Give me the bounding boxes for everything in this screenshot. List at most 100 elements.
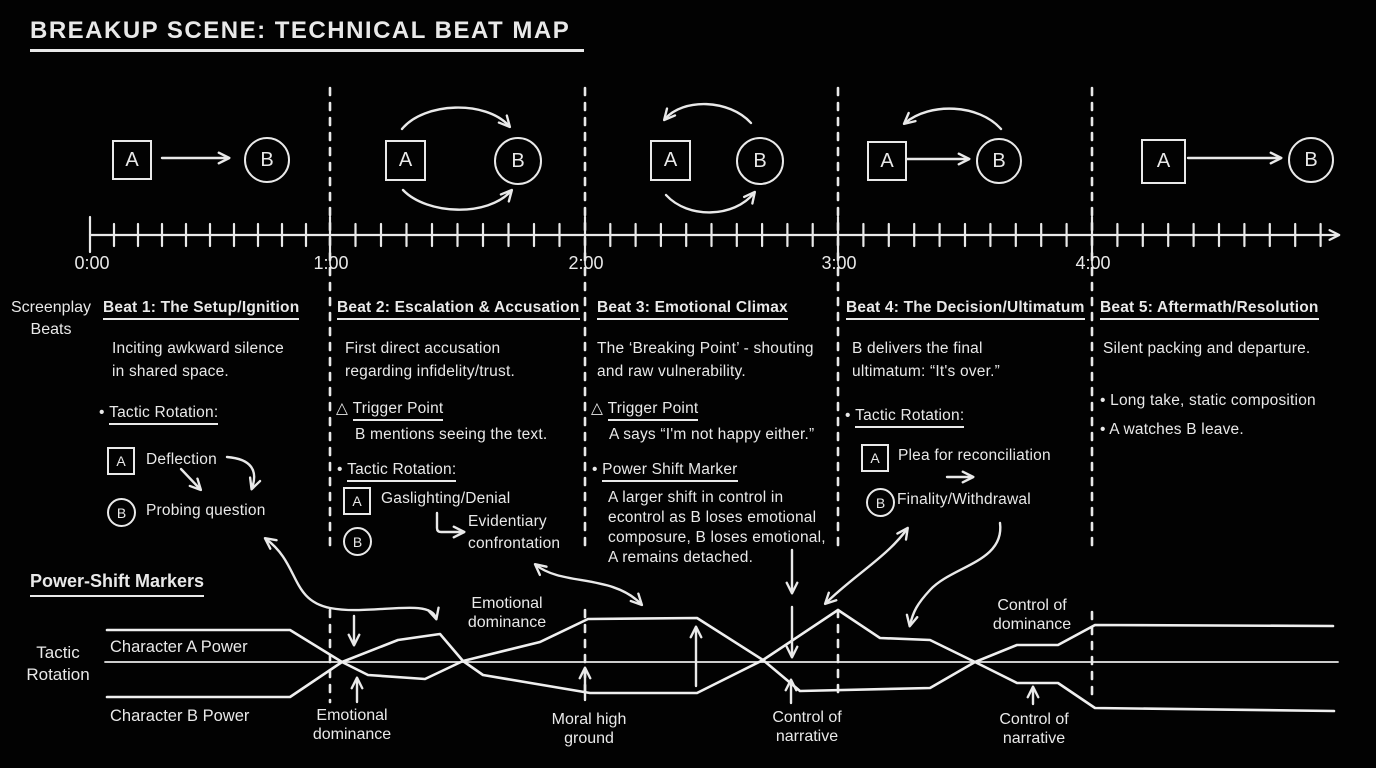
beat1-tactic-a-text: Deflection	[146, 451, 217, 468]
character-a-power-line	[105, 616, 1335, 693]
beat1-marker-b: B	[107, 498, 136, 527]
timeline-label-2: 2:00	[568, 253, 604, 273]
annotation-line: narrative	[1002, 730, 1066, 747]
beat4-marker-b: B	[866, 488, 895, 517]
beat3-power-shift-text: Power Shift Marker	[602, 461, 738, 482]
diagram2-node-b: B	[494, 137, 542, 185]
beat3-header-text: Beat 3: Emotional Climax	[597, 299, 788, 320]
annotation-control-of-dominance: Control of dominance	[993, 596, 1071, 634]
bullet-glyph: •	[337, 461, 343, 478]
beat3-trigger-point-text: Trigger Point	[607, 400, 699, 421]
annotation-line: Control of	[772, 709, 842, 726]
bullet-glyph: •	[845, 407, 851, 424]
beat1-header: Beat 1: The Setup/Ignition	[103, 299, 300, 320]
beat3-trigger-point-label: △ Trigger Point	[591, 399, 699, 421]
beat3-power-line4: A remains detached.	[608, 549, 754, 566]
triangle-glyph: △	[591, 400, 604, 417]
annotation-control-of-narrative-1: Control of narrative	[772, 708, 841, 746]
beat1-tactic-b-text: Probing question	[146, 502, 266, 519]
diagram4-node-b: B	[976, 138, 1022, 184]
series-a-label: Character A Power	[110, 638, 248, 656]
beat2-tactic-rotation-text: Tactic Rotation:	[347, 461, 457, 482]
beat5-bullet1: • Long take, static composition	[1100, 392, 1316, 410]
annotation-line: ground	[564, 730, 614, 747]
power-lines-group	[105, 608, 1336, 713]
beat2-chart-connector	[533, 562, 644, 607]
bullet-glyph: •	[1100, 421, 1106, 438]
beat1-header-text: Beat 1: The Setup/Ignition	[103, 299, 300, 320]
beat3-power-shift-label: • Power Shift Marker	[592, 461, 738, 482]
screenplay-beats-label: Screenplay Beats	[11, 297, 91, 341]
series-b-label: Character B Power	[110, 707, 250, 725]
annotation-line: Control of	[999, 711, 1069, 728]
screenplay-beats-label-line2: Beats	[30, 321, 72, 338]
tactic-rotation-line2: Rotation	[26, 665, 90, 684]
bullet-glyph: •	[592, 461, 598, 478]
annotation-moral-high-ground: Moral high ground	[552, 710, 627, 748]
page-title: BREAKUP SCENE: TECHNICAL BEAT MAP	[30, 17, 585, 52]
beat3-power-line1: A larger shift in control in	[608, 489, 784, 506]
timeline-label-3: 3:00	[821, 253, 857, 273]
tactic-rotation-line1: Tactic	[36, 643, 80, 662]
beat4-tactic-b-text: Finality/Withdrawal	[897, 491, 1031, 508]
annotation-line: dominance	[312, 726, 392, 743]
screenplay-beats-label-line1: Screenplay	[10, 299, 92, 316]
annotation-line: Control of	[997, 597, 1067, 614]
beat1-chart-connector	[263, 537, 440, 621]
beat3-power-line3: composure, B loses emotional,	[608, 529, 826, 546]
annotation-line: Emotional	[471, 595, 543, 612]
beat4-desc-line2: ultimatum: “It's over.”	[852, 363, 1000, 380]
power-shift-markers-text: Power-Shift Markers	[30, 571, 205, 597]
beat2-trigger-detail: B mentions seeing the text.	[355, 426, 548, 443]
beat2-marker-b: B	[343, 527, 372, 556]
beat4-desc-line1: B delivers the final	[852, 340, 983, 357]
beat3-desc-line1: The ‘Breaking Point’ - shouting	[597, 340, 814, 357]
beat5-bullet2-text: A watches B leave.	[1109, 421, 1244, 438]
diagram1-node-a: A	[112, 140, 152, 180]
dashed-beat-dividers	[328, 86, 1094, 704]
diagram3-node-b: B	[736, 137, 784, 185]
beat4-tactic-rotation-text: Tactic Rotation:	[855, 407, 965, 428]
diagram3-top-curve	[662, 102, 753, 125]
annotation-line: Moral high	[551, 711, 627, 728]
beat4-marker-a: A	[861, 444, 889, 472]
timeline-label-0: 0:00	[74, 253, 110, 273]
beat2-header-text: Beat 2: Escalation & Accusation	[337, 299, 580, 320]
diagram5-node-a: A	[1141, 139, 1186, 184]
beat2-elbow-arrow	[435, 511, 466, 539]
character-b-power-line	[105, 608, 1336, 713]
beat4-tactic-rotation-label: • Tactic Rotation:	[845, 407, 965, 428]
diagram2-node-a: A	[385, 140, 426, 181]
beat2-tactic-a-text: Gaslighting/Denial	[381, 490, 511, 507]
beat5-bullet1-text: Long take, static composition	[1110, 392, 1316, 409]
beat1-desc-line1: Inciting awkward silence	[112, 340, 284, 357]
beat2-evidentiary-line1: Evidentiary	[468, 513, 547, 530]
beat4-chart-connector	[823, 526, 909, 606]
diagram4-return-curve	[902, 107, 1003, 131]
beat5-header-text: Beat 5: Aftermath/Resolution	[1100, 299, 1319, 320]
beat2-desc-line2: regarding infidelity/trust.	[345, 363, 515, 380]
chart-shift-arrows	[347, 548, 1040, 706]
beat1-deflection-to-probing-arrow	[179, 467, 203, 492]
beat-to-chart-connectors	[263, 521, 1002, 628]
beat-annotation-arrows	[179, 455, 975, 539]
timeline-label-1: 1:00	[313, 253, 349, 273]
annotation-line: narrative	[775, 728, 839, 745]
beat1-marker-a: A	[107, 447, 135, 475]
beat2-marker-a: A	[343, 487, 371, 515]
beat4-b-chart-connector	[905, 521, 1002, 628]
diagram3-bottom-curve	[664, 190, 757, 214]
diagram3-node-a: A	[650, 140, 691, 181]
beat5-bullet2: • A watches B leave.	[1100, 421, 1244, 439]
beat5-desc-line1: Silent packing and departure.	[1103, 340, 1311, 357]
beat2-evidentiary-line2: confrontation	[468, 535, 561, 552]
diagram5-node-b: B	[1288, 137, 1334, 183]
diagram2-bottom-curve	[401, 188, 514, 211]
beat4-header: Beat 4: The Decision/Ultimatum	[846, 299, 1085, 320]
timeline-label-4: 4:00	[1075, 253, 1111, 273]
beat4-header-text: Beat 4: The Decision/Ultimatum	[846, 299, 1085, 320]
beat3-desc-line2: and raw vulnerability.	[597, 363, 746, 380]
annotation-line: dominance	[467, 614, 547, 631]
